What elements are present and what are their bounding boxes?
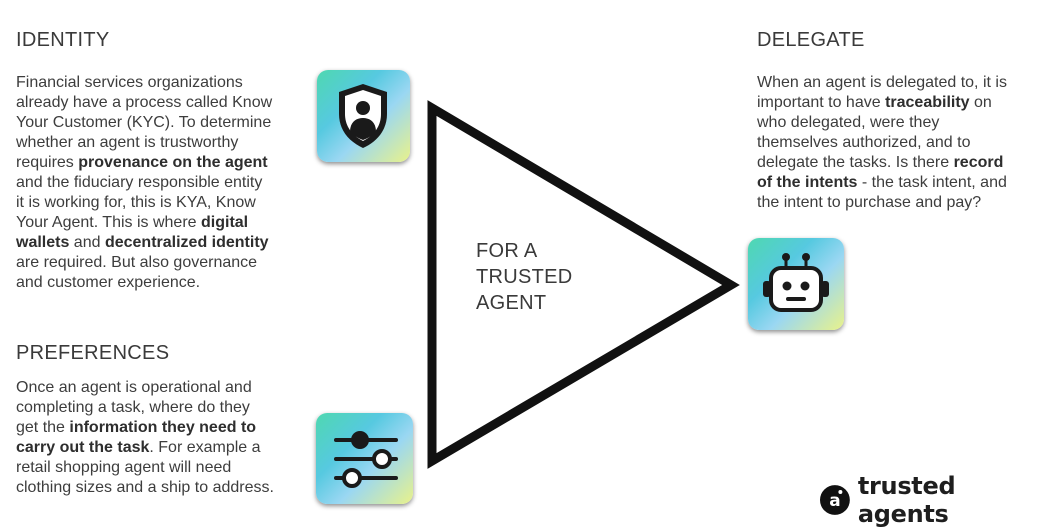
preferences-icon-tile: [316, 413, 413, 504]
text-line: themselves authorized, and to: [757, 133, 1042, 153]
robot-icon: [763, 253, 829, 312]
text-run: already have a process called Know: [16, 94, 273, 111]
emphasis-text: wallets: [16, 234, 70, 251]
text-line: When an agent is delegated to, it is: [757, 73, 1042, 93]
emphasis-text: record: [953, 154, 1004, 171]
emphasis-text: provenance on the agent: [78, 154, 268, 171]
text-run: . For example a: [149, 439, 261, 456]
text-line: Your Customer (KYC). To determine: [16, 113, 306, 133]
text-run: themselves authorized, and to: [757, 134, 971, 151]
text-line: carry out the task. For example a: [16, 438, 306, 458]
preferences-heading: PREFERENCES: [16, 342, 170, 364]
identity-heading: IDENTITY: [16, 29, 110, 51]
sliders-icon: [334, 431, 398, 488]
text-line: and customer experience.: [16, 273, 306, 293]
text-run: and customer experience.: [16, 274, 201, 291]
text-line: clothing sizes and a ship to address.: [16, 478, 306, 498]
text-run: on: [969, 94, 992, 111]
delegate-heading: DELEGATE: [757, 29, 865, 51]
emphasis-text: carry out the task: [16, 439, 150, 456]
text-run: requires: [16, 154, 79, 171]
delegate-text: When an agent is delegated to, it is impo…: [757, 73, 1042, 213]
emphasis-text: of the intents: [757, 174, 858, 191]
emphasis-text: traceability: [885, 94, 970, 111]
trusted-agents-logo-icon: a: [820, 485, 850, 515]
text-run: and the fiduciary responsible entity: [16, 174, 263, 191]
text-line: retail shopping agent will need: [16, 458, 306, 478]
text-line: the intent to purchase and pay?: [757, 193, 1042, 213]
text-run: are required. But also governance: [16, 254, 258, 271]
text-run: retail shopping agent will need: [16, 459, 232, 476]
text-run: and: [69, 234, 105, 251]
text-line: wallets and decentralized identity: [16, 233, 306, 253]
identity-text: Financial services organizations already …: [16, 73, 306, 293]
text-run: clothing sizes and a ship to address.: [16, 479, 274, 496]
text-run: who delegated, were they: [757, 114, 940, 131]
text-line: who delegated, were they: [757, 113, 1042, 133]
center-label-line: AGENT: [476, 292, 547, 314]
text-run: Once an agent is operational and: [16, 379, 252, 396]
emphasis-text: decentralized identity: [104, 234, 269, 251]
center-label: FOR A TRUSTED AGENT: [476, 238, 573, 316]
text-line: Financial services organizations: [16, 73, 306, 93]
center-label-line: FOR A: [476, 240, 538, 262]
preferences-text: Once an agent is operational and completi…: [16, 378, 306, 498]
brand-name: trusted agents: [857, 472, 956, 528]
text-line: important to have traceability on: [757, 93, 1042, 113]
text-run: it is working for, this is KYA, Know: [16, 194, 256, 211]
text-line: Your Agent. This is where digital: [16, 213, 306, 233]
brand-logo-glyph: a: [829, 490, 840, 510]
emphasis-text: information they need to: [69, 419, 257, 436]
emphasis-text: digital: [201, 214, 249, 231]
identity-icon-tile: [317, 70, 410, 162]
text-run: Your Agent. This is where: [16, 214, 201, 231]
text-run: get the: [16, 419, 70, 436]
text-line: of the intents - the task intent, and: [757, 173, 1042, 193]
text-line: are required. But also governance: [16, 253, 306, 273]
text-run: delegate the tasks. Is there: [757, 154, 954, 171]
center-label-line: TRUSTED: [476, 266, 573, 288]
brand: a trusted agents: [820, 472, 1053, 528]
text-line: and the fiduciary responsible entity: [16, 173, 306, 193]
text-line: delegate the tasks. Is there record: [757, 153, 1042, 173]
text-run: When an agent is delegated to, it is: [757, 74, 1007, 91]
text-run: Financial services organizations: [16, 74, 243, 91]
text-run: the intent to purchase and pay?: [757, 194, 982, 211]
text-run: Your Customer (KYC). To determine: [16, 114, 272, 131]
text-run: completing a task, where do they: [16, 399, 250, 416]
text-line: Once an agent is operational and: [16, 378, 306, 398]
text-line: it is working for, this is KYA, Know: [16, 193, 306, 213]
text-run: - the task intent, and: [857, 174, 1007, 191]
text-line: completing a task, where do they: [16, 398, 306, 418]
delegate-icon-tile: [748, 238, 844, 330]
trust-triangle: [427, 100, 740, 469]
text-line: already have a process called Know: [16, 93, 306, 113]
text-run: important to have: [757, 94, 886, 111]
text-line: whether an agent is trustworthy: [16, 133, 306, 153]
text-line: get the information they need to: [16, 418, 306, 438]
text-run: whether an agent is trustworthy: [16, 134, 239, 151]
shield-user-icon: [339, 84, 387, 148]
text-line: requires provenance on the agent: [16, 153, 306, 173]
